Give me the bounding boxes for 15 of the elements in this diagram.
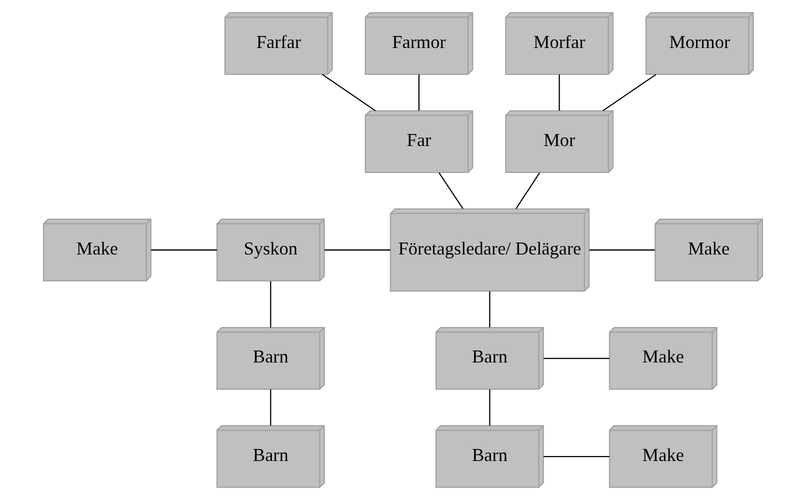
connector xyxy=(270,281,271,328)
connector xyxy=(515,172,540,210)
connector xyxy=(321,74,376,112)
connector xyxy=(438,172,463,210)
connector xyxy=(488,291,490,328)
connector xyxy=(588,249,654,251)
connector xyxy=(270,389,271,426)
connector xyxy=(543,456,609,458)
connector xyxy=(418,74,420,111)
connector xyxy=(543,358,609,359)
connector xyxy=(558,74,560,111)
connector xyxy=(324,249,390,251)
connector xyxy=(488,389,490,426)
connector xyxy=(602,74,656,112)
connector xyxy=(150,249,216,251)
